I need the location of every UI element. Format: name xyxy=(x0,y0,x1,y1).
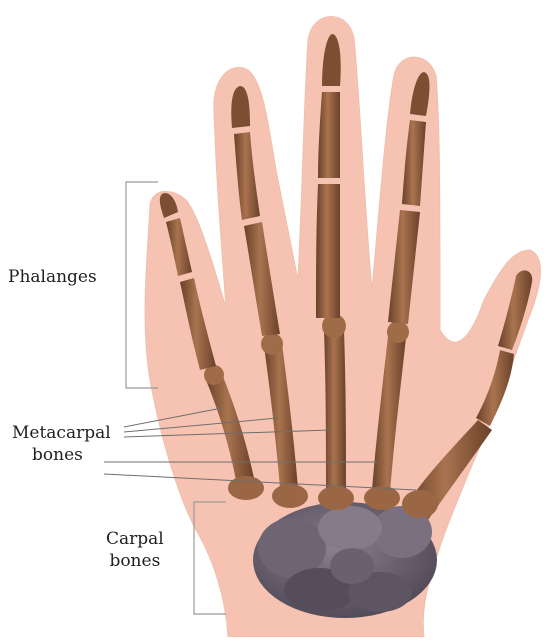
phalanges-text: Phalanges xyxy=(8,267,97,287)
phalanges-label: Phalanges xyxy=(8,266,97,288)
carpal-bones xyxy=(253,502,437,618)
carpal-bones-label: Carpal bones xyxy=(106,528,164,572)
metacarpal-bones-text: bones xyxy=(12,444,111,466)
carpal-bones-text: bones xyxy=(106,550,164,572)
carpal-text: Carpal xyxy=(106,528,164,550)
metacarpal-text: Metacarpal xyxy=(12,422,111,444)
metacarpal-bones-label: Metacarpal bones xyxy=(12,422,111,466)
